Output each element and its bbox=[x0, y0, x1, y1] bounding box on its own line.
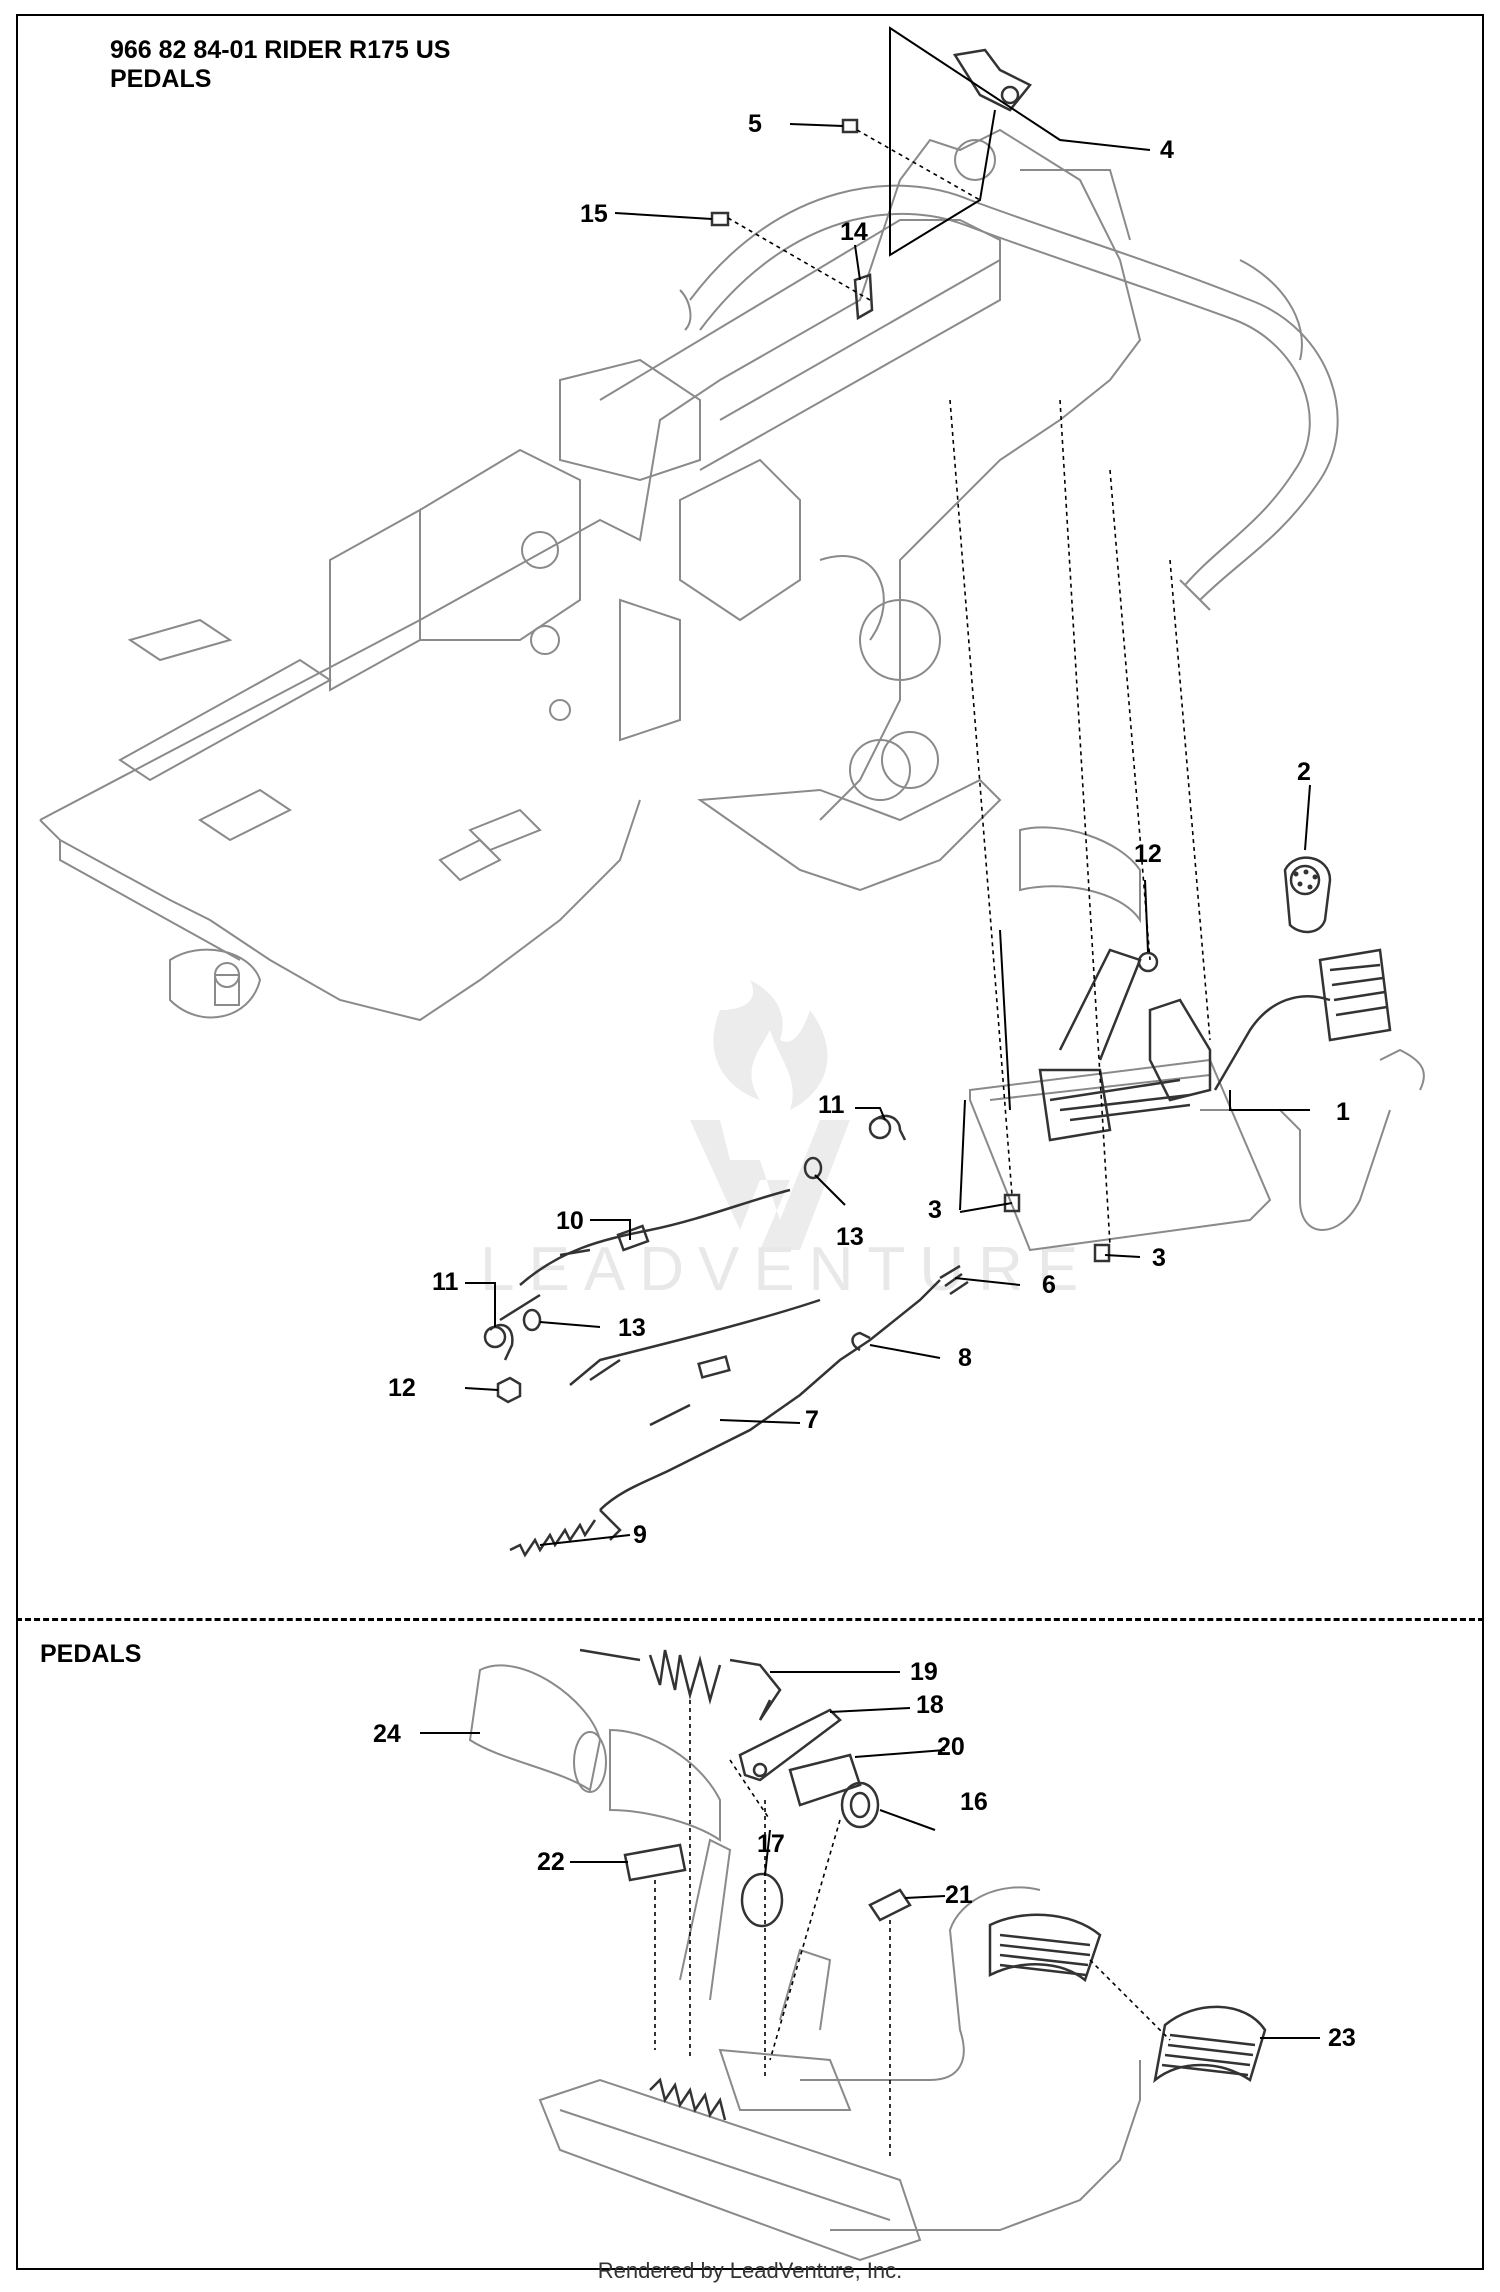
pedal-assembly bbox=[710, 48, 1425, 1263]
diagram-title: 966 82 84-01 RIDER R175 US PEDALS bbox=[110, 36, 450, 94]
callout-21: 21 bbox=[945, 1881, 973, 1909]
diagram-frame bbox=[16, 14, 1484, 2270]
callout-numbers: 1 2 3 3 4 5 6 7 8 9 10 11 11 12 12 13 13… bbox=[373, 110, 1356, 2052]
callout-7: 7 bbox=[805, 1406, 819, 1434]
callout-16: 16 bbox=[960, 1788, 988, 1816]
detail-assembly-guide-lines bbox=[654, 1700, 1171, 2160]
leadventure-watermark: LEADVENTURE bbox=[480, 980, 1092, 1304]
callout-4: 4 bbox=[1160, 136, 1174, 164]
callout-17: 17 bbox=[757, 1830, 785, 1858]
callout-11a: 11 bbox=[818, 1091, 845, 1119]
callout-24: 24 bbox=[373, 1720, 401, 1748]
callout-5: 5 bbox=[748, 110, 762, 138]
callout-22: 22 bbox=[537, 1848, 565, 1876]
callout-13b: 13 bbox=[618, 1314, 646, 1342]
watermark-text: LEADVENTURE bbox=[480, 1235, 1092, 1304]
callout-9: 9 bbox=[633, 1521, 647, 1549]
callout-12a: 12 bbox=[1134, 840, 1162, 868]
callout-11b: 11 bbox=[432, 1268, 459, 1296]
section-label-pedals: PEDALS bbox=[40, 1640, 142, 1668]
callout-8: 8 bbox=[958, 1344, 972, 1372]
title-part-number: 966 82 84-01 RIDER R175 US bbox=[110, 36, 451, 64]
callout-2: 2 bbox=[1297, 758, 1311, 786]
callout-15: 15 bbox=[580, 200, 608, 228]
callout-1: 1 bbox=[1336, 1098, 1350, 1126]
callout-10: 10 bbox=[556, 1207, 584, 1235]
section-divider bbox=[16, 1618, 1484, 1621]
callout-12b: 12 bbox=[388, 1374, 416, 1402]
pedal-cap bbox=[1283, 856, 1332, 934]
callout-14: 14 bbox=[840, 218, 868, 246]
callout-19: 19 bbox=[910, 1658, 938, 1686]
callout-18: 18 bbox=[916, 1691, 944, 1719]
title-section: PEDALS bbox=[110, 65, 212, 93]
footer-credit: Rendered by LeadVenture, Inc. bbox=[597, 2258, 903, 2283]
assembly-guide-lines bbox=[727, 129, 1211, 1246]
chassis-frame bbox=[39, 128, 1339, 1022]
cables-and-hardware bbox=[483, 1114, 969, 1558]
callout-23: 23 bbox=[1328, 2024, 1356, 2052]
callout-20: 20 bbox=[937, 1733, 965, 1761]
callout-3b: 3 bbox=[1152, 1244, 1166, 1272]
callout-leaders bbox=[420, 26, 1320, 2039]
pedal-detail-assembly bbox=[468, 1648, 1267, 2262]
callout-6: 6 bbox=[1042, 1271, 1056, 1299]
callout-13a: 13 bbox=[836, 1223, 864, 1251]
callout-3a: 3 bbox=[928, 1196, 942, 1224]
